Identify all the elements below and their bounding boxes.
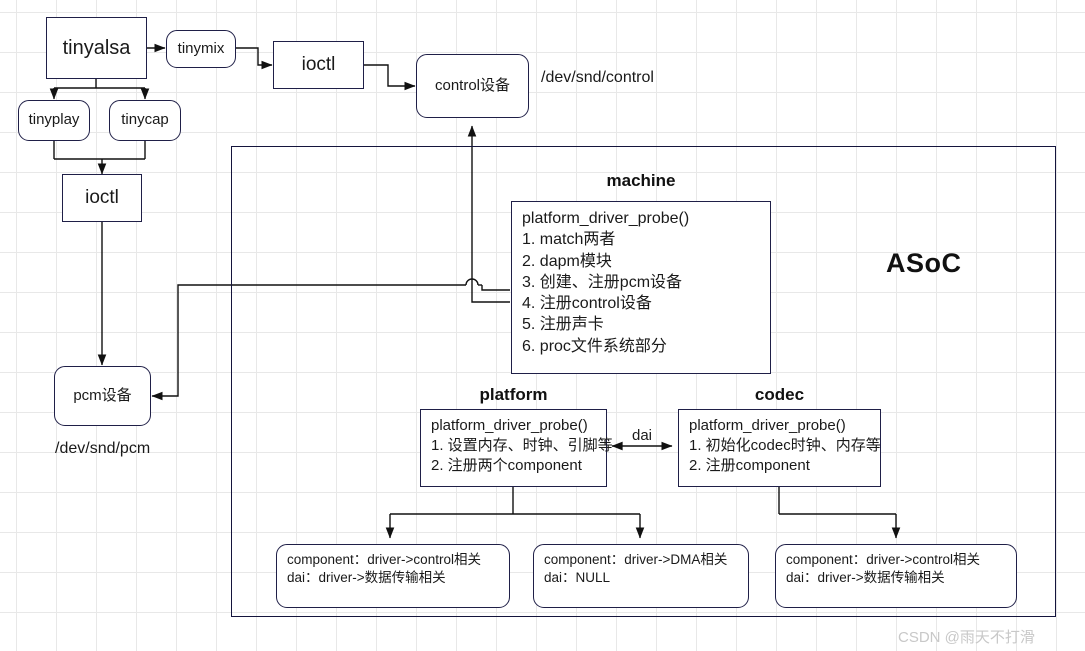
component-2-line-0: component：driver->control相关: [786, 552, 980, 567]
node-tinyalsa[interactable]: tinyalsa: [46, 17, 147, 79]
machine-line-4: 4. 注册control设备: [522, 295, 652, 313]
platform-box[interactable]: platform_driver_probe() 1. 设置内存、时钟、引脚等 2…: [420, 409, 613, 487]
node-tinymix-label: tinymix: [177, 39, 225, 57]
machine-line-6: 6. proc文件系统部分: [522, 337, 667, 355]
node-ioctl-top-label: ioctl: [301, 54, 336, 76]
asoc-title: ASoC: [886, 248, 962, 278]
machine-line-3: 3. 创建、注册pcm设备: [522, 273, 683, 291]
label-dai: dai: [631, 427, 653, 444]
node-ioctl-left-label: ioctl: [85, 187, 119, 209]
codec-title: codec: [754, 385, 805, 404]
codec-line-1: 1. 初始化codec时钟、内存等: [689, 436, 881, 454]
platform-line-2: 2. 注册两个component: [431, 456, 582, 474]
machine-line-0: platform_driver_probe(): [522, 210, 690, 227]
node-tinyalsa-label: tinyalsa: [62, 36, 131, 59]
component-2-line-1: dai：driver->数据传输相关: [786, 569, 945, 585]
node-tinycap[interactable]: tinycap: [109, 100, 181, 141]
codec-line-0: platform_driver_probe(): [689, 417, 846, 434]
codec-box[interactable]: platform_driver_probe() 1. 初始化codec时钟、内存…: [678, 409, 881, 487]
machine-box[interactable]: platform_driver_probe() 1. match两者 2. da…: [511, 201, 771, 374]
component-0-line-0: component：driver->control相关: [287, 552, 481, 567]
node-control-device-label: control设备: [434, 76, 511, 94]
node-tinycap-label: tinycap: [121, 111, 169, 129]
node-tinyplay-label: tinyplay: [28, 111, 80, 129]
component-1-line-1: dai：NULL: [544, 569, 611, 585]
component-box-0[interactable]: component：driver->control相关 dai：driver->…: [276, 544, 510, 608]
node-tinyplay[interactable]: tinyplay: [18, 100, 90, 141]
node-ioctl-left[interactable]: ioctl: [62, 174, 142, 222]
platform-line-0: platform_driver_probe(): [431, 417, 588, 434]
platform-line-1: 1. 设置内存、时钟、引脚等: [431, 436, 613, 454]
component-box-1[interactable]: component：driver->DMA相关 dai：NULL: [533, 544, 749, 608]
node-tinymix[interactable]: tinymix: [166, 30, 236, 68]
component-1-line-0: component：driver->DMA相关: [544, 552, 728, 567]
component-0-line-1: dai：driver->数据传输相关: [287, 569, 446, 585]
component-box-2[interactable]: component：driver->control相关 dai：driver->…: [775, 544, 1017, 608]
machine-line-5: 5. 注册声卡: [522, 316, 604, 334]
codec-line-2: 2. 注册component: [689, 456, 810, 474]
watermark: CSDN @雨天不打滑: [898, 629, 1035, 646]
label-dev-snd-pcm: /dev/snd/pcm: [55, 440, 151, 457]
label-dev-snd-control: /dev/snd/control: [541, 69, 654, 86]
machine-title: machine: [606, 171, 676, 190]
node-pcm-device[interactable]: pcm设备: [54, 366, 151, 426]
machine-line-1: 1. match两者: [522, 231, 616, 249]
node-control-device[interactable]: control设备: [416, 54, 529, 118]
asoc-container: [231, 146, 1056, 617]
platform-title: platform: [479, 385, 548, 404]
machine-line-2: 2. dapm模块: [522, 252, 612, 270]
node-pcm-device-label: pcm设备: [73, 386, 132, 404]
node-ioctl-top[interactable]: ioctl: [273, 41, 364, 89]
